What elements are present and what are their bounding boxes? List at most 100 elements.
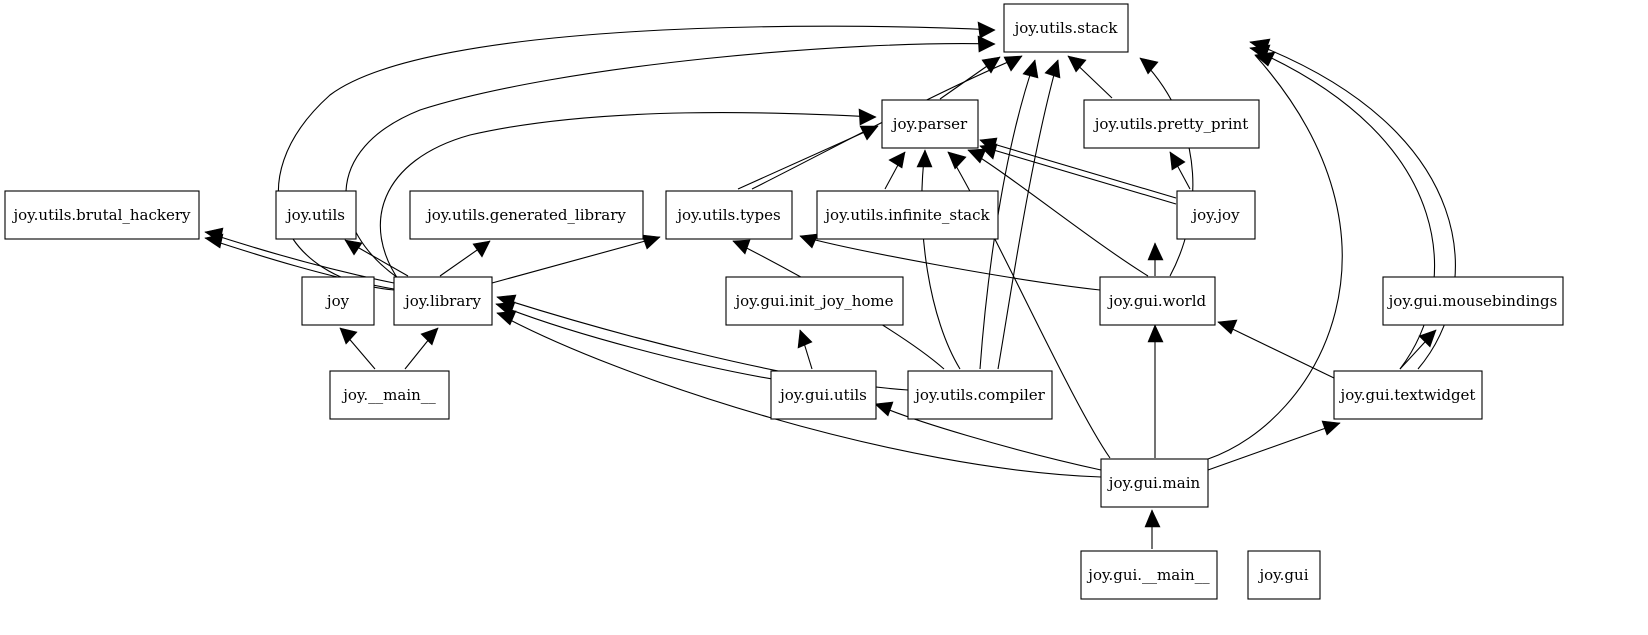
graph-node[interactable]: joy.library [393, 276, 493, 326]
edge-line [979, 139, 1177, 199]
node-label: joy.__main__ [341, 386, 436, 404]
node-box[interactable] [1333, 370, 1483, 420]
arrowhead-icon [979, 143, 998, 160]
arrowhead-icon [977, 21, 996, 39]
edge-joy.gui.world-to-joy.parser [967, 148, 1149, 277]
edge-joy.gui.main-to-joy.library [496, 310, 1102, 478]
node-box[interactable] [4, 190, 200, 240]
arrowhead-icon [1147, 324, 1164, 343]
edges-layer [204, 21, 1456, 549]
node-box[interactable] [1100, 458, 1209, 508]
edge-line [1249, 47, 1435, 370]
node-box[interactable] [409, 190, 644, 240]
edge-line [496, 312, 1102, 478]
node-box[interactable] [1382, 276, 1564, 326]
arrowhead-icon [339, 327, 358, 345]
edge-line [1249, 41, 1456, 370]
node-box[interactable] [1099, 276, 1216, 326]
node-box[interactable] [1003, 3, 1129, 53]
graph-node[interactable]: joy.utils.stack [1003, 3, 1129, 53]
arrowhead-icon [799, 233, 819, 249]
graph-node[interactable]: joy.gui.init_joy_home [725, 276, 904, 326]
graph-node[interactable]: joy.gui.textwidget [1333, 370, 1483, 420]
edge-line [1139, 57, 1194, 277]
node-label: joy.utils [285, 206, 345, 224]
graph-node[interactable]: joy.utils [275, 190, 357, 240]
edge-joy.library-to-joy.utils [344, 239, 409, 277]
graph-node[interactable]: joy.parser [881, 99, 979, 149]
node-box[interactable] [1247, 550, 1321, 600]
arrowhead-icon [1067, 55, 1087, 73]
node-label: joy.utils.types [675, 206, 780, 224]
edge-joy.utils.compiler-to-joy.utils.stack [997, 59, 1061, 370]
node-box[interactable] [907, 370, 1053, 420]
arrowhead-icon [420, 327, 439, 346]
graph-node[interactable]: joy.utils.pretty_print [1083, 99, 1260, 149]
node-box[interactable] [301, 276, 375, 326]
node-label: joy.gui.textwidget [1339, 386, 1476, 404]
edge-line [491, 236, 661, 284]
arrowhead-icon [1022, 59, 1039, 79]
arrowhead-icon [1003, 55, 1023, 72]
edge-joy.utils.infinite_stack-to-joy.parser [884, 151, 906, 190]
edge-line [947, 151, 1111, 459]
nodes-layer: joy.utils.stack joy.parser joy.utils.prett… [4, 3, 1564, 600]
graph-node[interactable]: joy.gui.__main__ [1080, 550, 1218, 600]
arrowhead-icon [977, 35, 996, 53]
node-label: joy.utils.pretty_print [1093, 115, 1249, 133]
edge-joy.utils.compiler-to-joy.parser [916, 149, 961, 370]
node-label: joy.gui.utils [778, 386, 867, 404]
node-box[interactable] [1083, 99, 1260, 149]
graph-node[interactable]: joy.gui.main [1100, 458, 1209, 508]
graph-node[interactable]: joy.utils.generated_library [409, 190, 644, 240]
arrowhead-icon [1254, 51, 1276, 67]
edge-joy.gui.main-to-joy.gui.world [1147, 324, 1164, 458]
node-box[interactable] [816, 190, 999, 240]
node-box[interactable] [770, 370, 877, 420]
edge-joy.gui.__main__-to-joy.gui.main [1144, 509, 1161, 549]
node-box[interactable] [329, 370, 450, 420]
node-box[interactable] [1080, 550, 1218, 600]
node-label: joy.gui [1258, 566, 1309, 584]
node-label: joy.gui.__main__ [1086, 566, 1210, 584]
arrowhead-icon [1418, 329, 1437, 348]
arrowhead-icon [1144, 509, 1161, 528]
graph-node[interactable]: joy.__main__ [329, 370, 450, 420]
edge-joy.library-to-joy.utils.generated_library [439, 240, 491, 277]
edge-line [921, 149, 961, 370]
edge-joy.gui.utils-to-joy.gui.init_joy_home [797, 329, 813, 370]
node-label: joy.gui.main [1107, 474, 1201, 492]
arrowhead-icon [859, 125, 879, 141]
node-box[interactable] [665, 190, 793, 240]
edge-line [1207, 422, 1341, 471]
node-box[interactable] [725, 276, 904, 326]
graph-node[interactable]: joy.utils.types [665, 190, 793, 240]
node-label: joy.utils.brutal_hackery [12, 206, 192, 224]
arrowhead-icon [496, 294, 517, 310]
arrowhead-icon [204, 233, 224, 249]
arrowhead-icon [858, 108, 877, 126]
arrowhead-icon [1139, 57, 1159, 75]
graph-node[interactable]: joy.gui [1247, 550, 1321, 600]
graph-node[interactable]: joy.gui.world [1099, 276, 1216, 326]
graph-node[interactable]: joy.utils.infinite_stack [816, 190, 999, 240]
node-box[interactable] [393, 276, 493, 326]
node-box[interactable] [275, 190, 357, 240]
graph-node[interactable]: joy [301, 276, 375, 326]
edge-joy.gui.main-to-joy.parser [947, 151, 1111, 459]
graph-node[interactable]: joy.utils.compiler [907, 370, 1053, 420]
edge-line [799, 235, 1101, 291]
arrowhead-icon [732, 239, 751, 255]
edge-joy.parser-to-joy.utils.stack [939, 56, 1001, 100]
graph-node[interactable]: joy.utils.brutal_hackery [4, 190, 200, 240]
edge-line [277, 25, 996, 291]
graph-node[interactable]: joy.joy [1176, 190, 1256, 240]
graph-node[interactable]: joy.gui.mousebindings [1382, 276, 1564, 326]
arrowhead-icon [981, 56, 1001, 74]
edge-joy.gui.textwidget-to-joy.gui.mousebindings [1399, 329, 1437, 370]
node-label: joy.utils.stack [1013, 19, 1119, 37]
graph-node[interactable]: joy.gui.utils [770, 370, 877, 420]
node-box[interactable] [881, 99, 979, 149]
node-box[interactable] [1176, 190, 1256, 240]
